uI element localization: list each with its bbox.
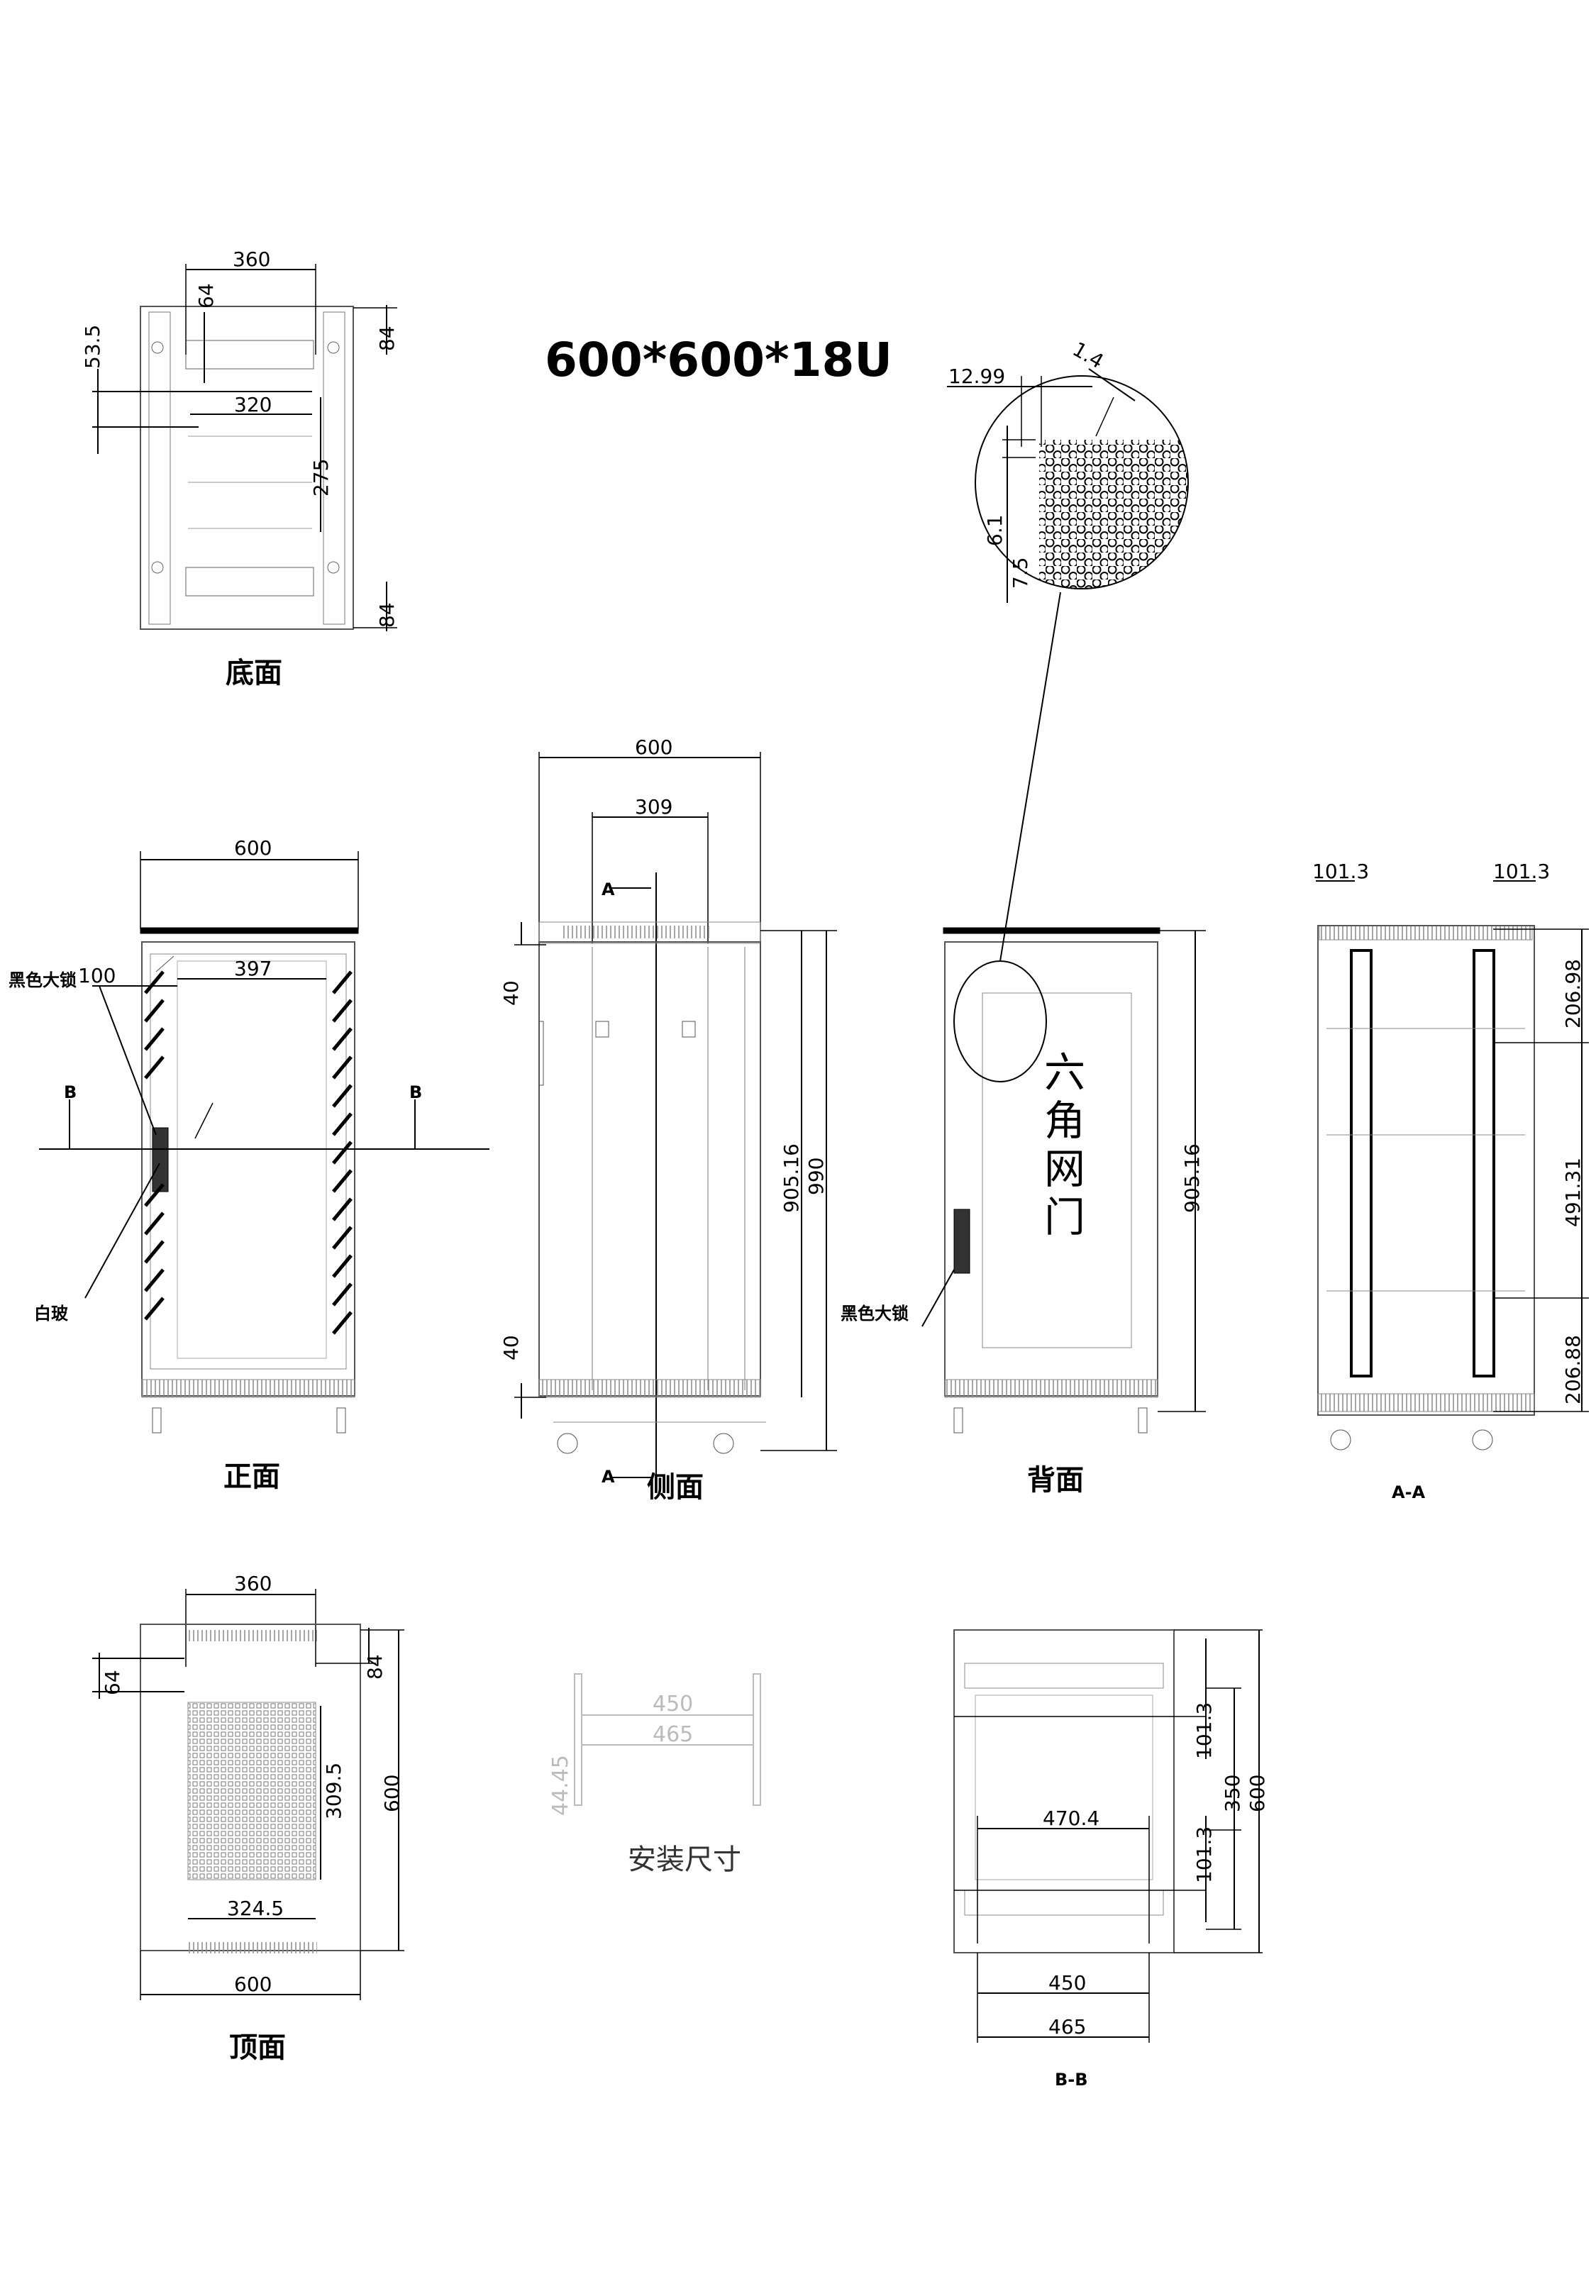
front-view-label: 正面 xyxy=(223,1460,280,1493)
front-dim-397: 397 xyxy=(234,957,272,980)
back-door-text-4: 门 xyxy=(1044,1193,1085,1241)
back-view xyxy=(921,592,1206,1433)
side-dim-600: 600 xyxy=(635,736,672,759)
back-view-label: 背面 xyxy=(1027,1464,1084,1497)
side-dim-309: 309 xyxy=(635,795,672,819)
side-dim-905-16: 905.16 xyxy=(780,1143,803,1213)
top-dim-600-side: 600 xyxy=(380,1775,404,1812)
bottom-dim-64: 64 xyxy=(194,283,218,309)
bb-dim-465: 465 xyxy=(1048,2015,1086,2039)
bottom-dim-320: 320 xyxy=(234,393,272,416)
aa-dim-101-3-right: 101.3 xyxy=(1493,860,1550,883)
back-dim-905-16: 905.16 xyxy=(1180,1143,1204,1213)
aa-dim-491-31: 491.31 xyxy=(1561,1158,1585,1227)
install-label: 安装尺寸 xyxy=(628,1843,741,1876)
front-section-b-left: B xyxy=(64,1082,77,1102)
detail-dim-7-5: 7.5 xyxy=(1009,557,1032,589)
front-glass-label: 白玻 xyxy=(34,1304,69,1324)
detail-dim-12-99: 12.99 xyxy=(948,365,1005,388)
top-dim-324-5: 324.5 xyxy=(227,1897,284,1920)
top-dim-84: 84 xyxy=(363,1654,387,1680)
bottom-view-label: 底面 xyxy=(226,657,282,689)
front-dim-600: 600 xyxy=(234,836,272,860)
bottom-dim-275: 275 xyxy=(309,459,333,497)
top-view xyxy=(92,1589,404,2000)
bottom-dim-84-bottom: 84 xyxy=(375,602,399,628)
back-door-text-3: 网 xyxy=(1044,1145,1085,1193)
detail-dim-6-1: 6.1 xyxy=(983,514,1007,546)
back-door-text-1: 六 xyxy=(1044,1048,1085,1097)
side-dim-990: 990 xyxy=(804,1158,828,1195)
install-dims-view xyxy=(574,1673,761,1806)
side-dim-40-top: 40 xyxy=(499,980,523,1006)
top-view-label: 顶面 xyxy=(229,2031,286,2064)
bb-dim-470-4: 470.4 xyxy=(1043,1807,1099,1830)
side-section-a-bottom: A xyxy=(602,1467,615,1487)
top-dim-64: 64 xyxy=(101,1670,124,1695)
front-section-b-right: B xyxy=(409,1082,422,1102)
section-a-a-view xyxy=(1316,880,1589,1451)
back-door-text-2: 角 xyxy=(1044,1097,1085,1145)
bb-view-label: B-B xyxy=(1055,2070,1088,2090)
aa-dim-206-98: 206.98 xyxy=(1561,959,1585,1028)
side-view-label: 侧面 xyxy=(647,1471,704,1504)
aa-view-label: A-A xyxy=(1392,1482,1426,1502)
side-dim-40-bottom: 40 xyxy=(499,1335,523,1360)
install-dim-465: 465 xyxy=(653,1722,693,1747)
front-lock-label: 黑色大锁 xyxy=(9,970,77,990)
side-section-a-top: A xyxy=(602,880,615,899)
bottom-dim-360: 360 xyxy=(233,248,270,271)
bb-dim-101-3-top: 101.3 xyxy=(1192,1702,1216,1759)
top-dim-600-bottom: 600 xyxy=(234,1973,272,1996)
drawing-title: 600*600*18U xyxy=(545,333,892,387)
top-dim-360: 360 xyxy=(234,1572,272,1595)
top-dim-309-5: 309.5 xyxy=(322,1763,345,1819)
bb-dim-450: 450 xyxy=(1048,1971,1086,1995)
front-view xyxy=(39,851,489,1433)
bb-dim-600: 600 xyxy=(1246,1775,1269,1812)
side-view xyxy=(514,752,837,1490)
aa-dim-101-3-left: 101.3 xyxy=(1312,860,1369,883)
aa-dim-206-88: 206.88 xyxy=(1561,1335,1585,1404)
bb-dim-101-3-bottom: 101.3 xyxy=(1192,1826,1216,1883)
front-dim-100: 100 xyxy=(78,964,116,987)
section-b-b-view xyxy=(953,1629,1263,2043)
detail-dim-1-4: 1.4 xyxy=(1069,337,1108,373)
hex-mesh-detail xyxy=(947,368,1189,603)
back-lock-label: 黑色大锁 xyxy=(841,1304,909,1324)
front-vent-slots xyxy=(144,970,353,1335)
bottom-dim-53-5: 53.5 xyxy=(81,325,104,369)
install-dim-450: 450 xyxy=(653,1692,693,1717)
bottom-view xyxy=(92,264,397,631)
bottom-dim-84-top: 84 xyxy=(375,326,399,351)
bb-dim-350: 350 xyxy=(1221,1775,1244,1812)
install-dim-44-45: 44.45 xyxy=(548,1755,573,1816)
